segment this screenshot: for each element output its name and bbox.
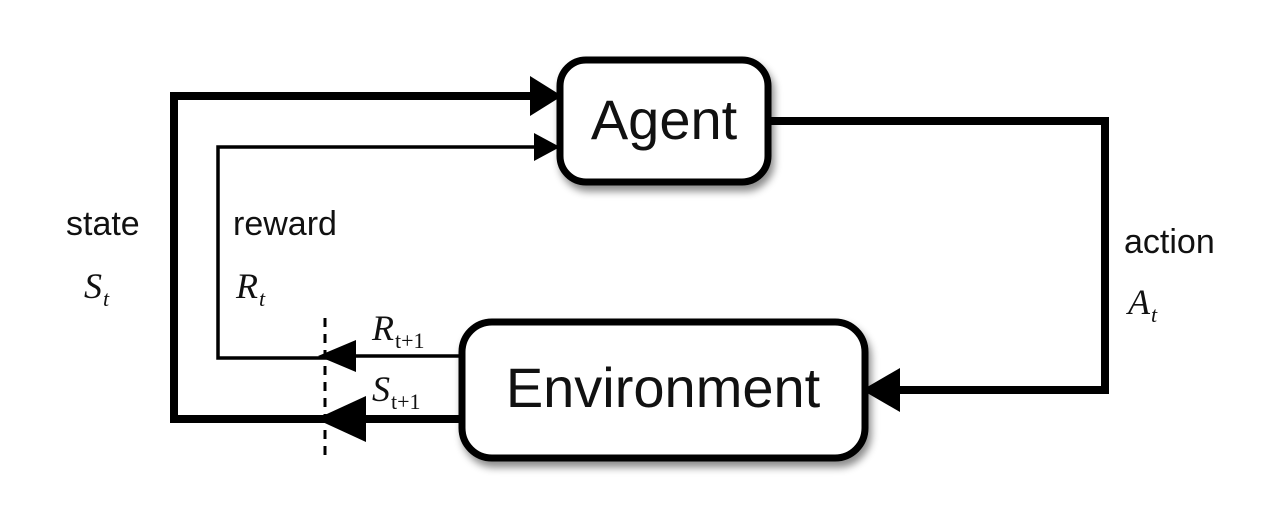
state-word-label: state [66, 205, 140, 243]
edge-next-reward-out [318, 340, 468, 372]
reward-subscript-glyph: t [259, 286, 266, 311]
next-reward-symbol-glyph: R [371, 308, 394, 348]
action-arrowhead-icon [862, 368, 900, 412]
state-arrowhead-icon [530, 76, 562, 116]
next-state-symbol-glyph: S [372, 369, 390, 409]
label-state: state St [66, 205, 140, 311]
reward-edge-line [216, 145, 534, 360]
next-state-arrowhead-icon [316, 396, 366, 442]
edge-state-to-agent [170, 76, 562, 423]
environment-label: Environment [506, 356, 821, 419]
state-edge-line [170, 92, 530, 423]
reward-symbol-glyph: R [235, 266, 258, 306]
edge-next-state-out [316, 396, 468, 442]
reward-arrowhead-icon [534, 133, 560, 161]
node-agent[interactable]: Agent [556, 56, 772, 186]
action-symbol-glyph: A [1126, 282, 1151, 322]
reward-word-label: reward [233, 205, 337, 243]
agent-label: Agent [591, 88, 738, 151]
state-subscript-glyph: t [103, 286, 110, 311]
next-reward-label: Rt+1 [371, 308, 425, 353]
action-subscript-glyph: t [1151, 302, 1158, 327]
state-symbol-glyph: S [84, 266, 102, 306]
next-reward-arrowhead-icon [318, 340, 356, 372]
agent-box[interactable] [556, 56, 772, 186]
edge-action-to-environment [768, 117, 1109, 412]
next-state-label: St+1 [372, 369, 421, 414]
edge-reward-to-agent [216, 133, 560, 360]
action-edge-line [768, 117, 1109, 394]
state-symbol-label: St [84, 266, 110, 311]
label-action: action At [1124, 223, 1215, 327]
node-environment[interactable]: Environment [458, 318, 869, 462]
next-reward-subscript-glyph: t+1 [395, 328, 425, 353]
environment-box[interactable] [458, 318, 869, 462]
next-state-subscript-glyph: t+1 [391, 389, 421, 414]
action-symbol-label: At [1126, 282, 1158, 327]
action-word-label: action [1124, 223, 1215, 261]
label-reward: reward Rt [233, 205, 337, 311]
reward-symbol-label: Rt [235, 266, 266, 311]
